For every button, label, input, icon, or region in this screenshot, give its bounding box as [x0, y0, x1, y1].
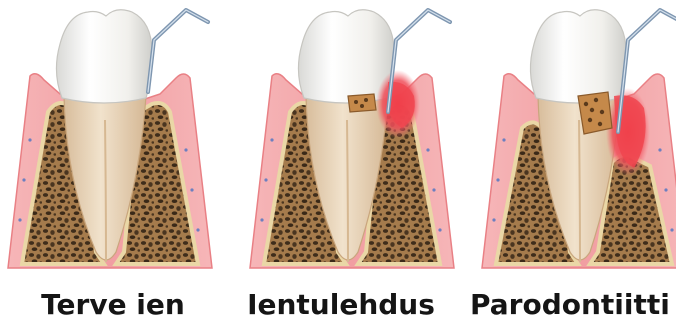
- root-canal: [105, 120, 106, 262]
- vessel-dot: [432, 188, 435, 191]
- vessel-dot: [22, 178, 25, 181]
- vessel-dot: [492, 218, 495, 221]
- tartar-speck: [600, 110, 604, 114]
- vessel-dot: [190, 188, 193, 191]
- tartar-speck: [364, 98, 368, 102]
- vessel-dot: [184, 148, 187, 151]
- vessel-dot: [264, 178, 267, 181]
- stage-panel-2: [250, 10, 454, 268]
- vessel-dot: [270, 138, 273, 141]
- tartar-speck: [360, 104, 364, 108]
- vessel-dot: [658, 148, 661, 151]
- stage-label-healthy: Terve ien: [0, 288, 226, 322]
- root-canal: [579, 120, 580, 262]
- vessel-dot: [670, 228, 673, 231]
- stage-label-gingivitis: Ientulehdus: [230, 288, 452, 322]
- tartar-speck: [588, 118, 592, 122]
- stage-panel-3: [482, 10, 676, 268]
- tartar-speck: [590, 108, 594, 112]
- vessel-dot: [18, 218, 21, 221]
- tartar-speck: [598, 122, 602, 126]
- vessel-dot: [664, 188, 667, 191]
- vessel-dot: [438, 228, 441, 231]
- vessel-dot: [196, 228, 199, 231]
- tooth-crown: [530, 10, 626, 103]
- stage-panel-1: [8, 10, 212, 268]
- stage-label-periodontitis: Parodontiitti: [470, 288, 676, 322]
- vessel-dot: [496, 178, 499, 181]
- tartar-deposit: [348, 94, 376, 112]
- vessel-dot: [502, 138, 505, 141]
- vessel-dot: [426, 148, 429, 151]
- tooth-crown: [56, 10, 152, 103]
- tartar-speck: [584, 102, 588, 106]
- tartar-speck: [594, 98, 598, 102]
- root-canal: [347, 120, 348, 262]
- vessel-dot: [260, 218, 263, 221]
- tartar-speck: [354, 100, 358, 104]
- vessel-dot: [28, 138, 31, 141]
